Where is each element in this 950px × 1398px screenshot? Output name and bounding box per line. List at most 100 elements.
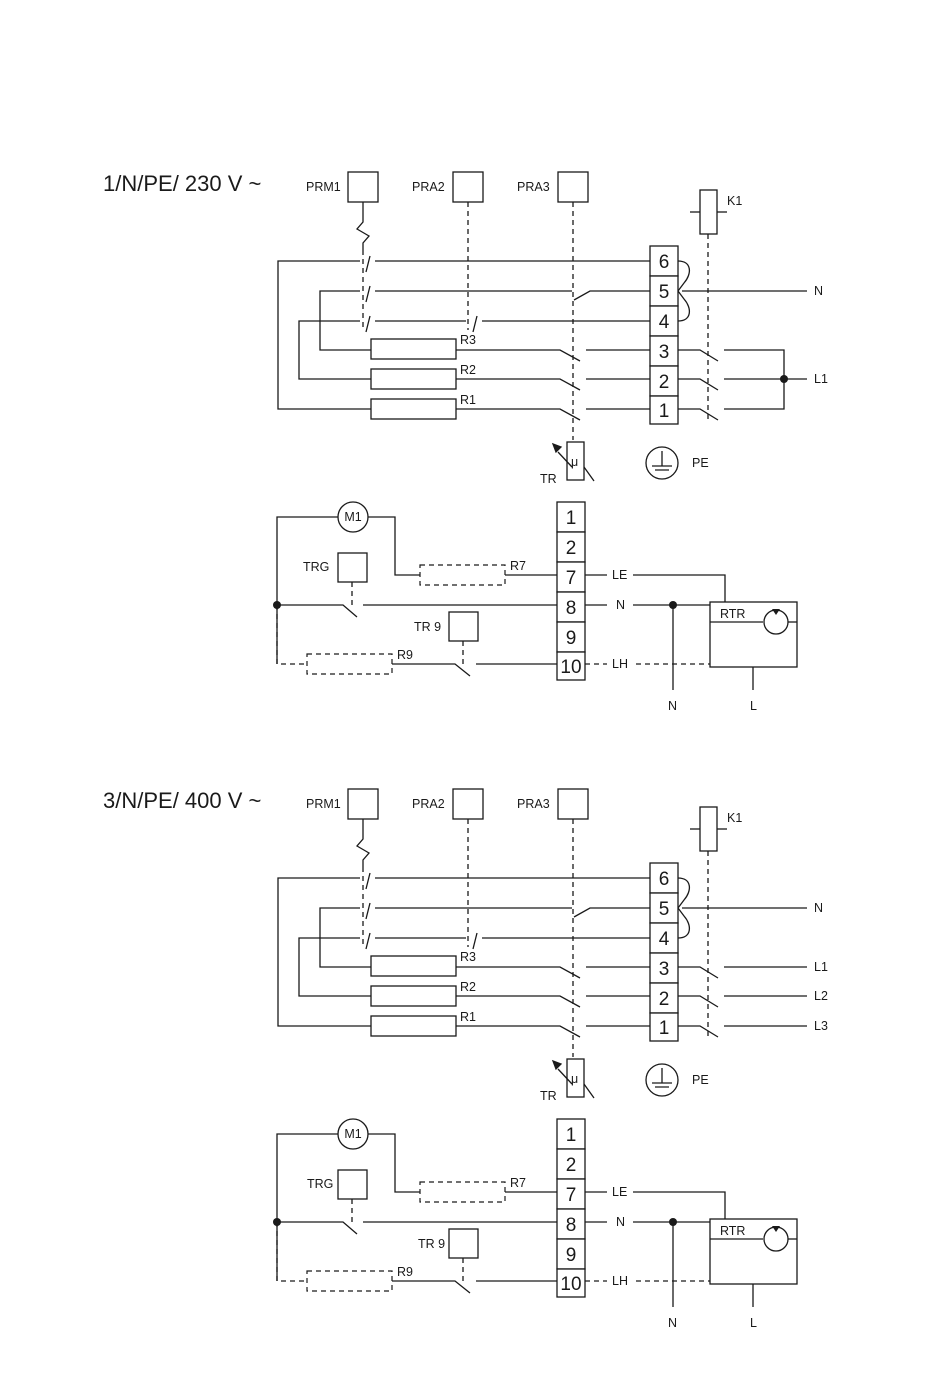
r7-resistor xyxy=(420,1182,505,1202)
l2-label: L2 xyxy=(814,989,828,1003)
tr9-label: TR 9 xyxy=(414,620,441,634)
tr9-box xyxy=(449,612,478,641)
prm1-label: PRM1 xyxy=(306,797,341,811)
svg-text:2: 2 xyxy=(566,538,577,559)
svg-text:1: 1 xyxy=(659,1018,670,1039)
r7-label: R7 xyxy=(510,1176,526,1190)
pra3-label: PRA3 xyxy=(517,180,550,194)
pe-label: PE xyxy=(692,1073,709,1087)
svg-text:9: 9 xyxy=(566,1245,577,1266)
prm1-box xyxy=(348,172,378,202)
prm1-spring xyxy=(357,202,369,250)
svg-text:4: 4 xyxy=(659,929,670,950)
pra2-box xyxy=(453,789,483,819)
bottom-n-label: N xyxy=(668,699,677,713)
r7-label: R7 xyxy=(510,559,526,573)
r1-label: R1 xyxy=(460,1010,476,1024)
tr-label: TR xyxy=(540,472,557,486)
n-wire-label: N xyxy=(616,1215,625,1229)
rtr-label: RTR xyxy=(720,1224,745,1238)
n-wire-label: N xyxy=(616,598,625,612)
mu-symbol: μ xyxy=(571,1072,578,1086)
r3-resistor xyxy=(371,956,456,976)
n-label: N xyxy=(814,901,823,915)
r1-label: R1 xyxy=(460,393,476,407)
prm1-box xyxy=(348,789,378,819)
l3-label: L3 xyxy=(814,1019,828,1033)
k1-label: K1 xyxy=(727,194,742,208)
trg-box xyxy=(338,553,367,582)
r2-resistor xyxy=(371,986,456,1006)
svg-text:2: 2 xyxy=(566,1155,577,1176)
svg-text:6: 6 xyxy=(659,869,670,890)
r9-resistor xyxy=(307,1271,392,1291)
l1-label: L1 xyxy=(814,372,828,386)
l1-label: L1 xyxy=(814,960,828,974)
r3-resistor xyxy=(371,339,456,359)
r1-resistor xyxy=(371,1016,456,1036)
lh-label: LH xyxy=(612,1274,628,1288)
k1-coil xyxy=(700,190,717,234)
tr9-box xyxy=(449,1229,478,1258)
svg-text:2: 2 xyxy=(659,372,670,393)
trg-box xyxy=(338,1170,367,1199)
prm1-label: PRM1 xyxy=(306,180,341,194)
r9-label: R9 xyxy=(397,1265,413,1279)
heating-terminal-block: 6 5 4 3 2 1 xyxy=(650,863,678,1041)
svg-text:4: 4 xyxy=(659,312,670,333)
pra3-box xyxy=(558,789,588,819)
section-title: 1/N/PE/ 230 V ~ xyxy=(103,171,261,196)
tr9-label: TR 9 xyxy=(418,1237,445,1251)
r3-label: R3 xyxy=(460,950,476,964)
r3-label: R3 xyxy=(460,333,476,347)
svg-text:3: 3 xyxy=(659,959,670,980)
le-label: LE xyxy=(612,568,627,582)
n-label: N xyxy=(814,284,823,298)
svg-text:2: 2 xyxy=(659,989,670,1010)
svg-text:3: 3 xyxy=(659,342,670,363)
svg-text:7: 7 xyxy=(566,568,577,589)
lh-label: LH xyxy=(612,657,628,671)
svg-text:6: 6 xyxy=(659,252,670,273)
svg-text:8: 8 xyxy=(566,1215,577,1236)
r9-resistor xyxy=(307,654,392,674)
svg-text:10: 10 xyxy=(560,657,581,678)
trg-label: TRG xyxy=(303,560,329,574)
trg-label: TRG xyxy=(307,1177,333,1191)
svg-text:10: 10 xyxy=(560,1274,581,1295)
svg-text:5: 5 xyxy=(659,282,670,303)
pra3-box xyxy=(558,172,588,202)
m1-label: M1 xyxy=(344,510,361,524)
r9-label: R9 xyxy=(397,648,413,662)
section-230v: 1/N/PE/ 230 V ~ PRM1 PRA2 PRA3 K1 6 5 4 xyxy=(103,171,828,713)
svg-text:8: 8 xyxy=(566,598,577,619)
mu-symbol: μ xyxy=(571,455,578,469)
bottom-l-label: L xyxy=(750,1316,757,1330)
r1-resistor xyxy=(371,399,456,419)
l1-junction xyxy=(780,375,788,383)
svg-text:7: 7 xyxy=(566,1185,577,1206)
pra2-box xyxy=(453,172,483,202)
le-label: LE xyxy=(612,1185,627,1199)
bottom-n-label: N xyxy=(668,1316,677,1330)
pra3-label: PRA3 xyxy=(517,797,550,811)
section-400v: 3/N/PE/ 400 V ~ PRM1 PRA2 PRA3 K1 6 5 4 … xyxy=(103,788,828,1330)
pra2-label: PRA2 xyxy=(412,797,445,811)
r2-label: R2 xyxy=(460,363,476,377)
r2-label: R2 xyxy=(460,980,476,994)
svg-text:1: 1 xyxy=(659,401,670,422)
svg-text:5: 5 xyxy=(659,899,670,920)
pra2-label: PRA2 xyxy=(412,180,445,194)
k1-label: K1 xyxy=(727,811,742,825)
svg-text:1: 1 xyxy=(566,508,577,529)
tr-label: TR xyxy=(540,1089,557,1103)
svg-text:9: 9 xyxy=(566,628,577,649)
r7-resistor xyxy=(420,565,505,585)
rtr-label: RTR xyxy=(720,607,745,621)
svg-text:1: 1 xyxy=(566,1125,577,1146)
section-title: 3/N/PE/ 400 V ~ xyxy=(103,788,261,813)
k1-coil xyxy=(700,807,717,851)
m1-label: M1 xyxy=(344,1127,361,1141)
heating-terminal-block: 6 5 4 3 2 1 xyxy=(650,246,678,424)
